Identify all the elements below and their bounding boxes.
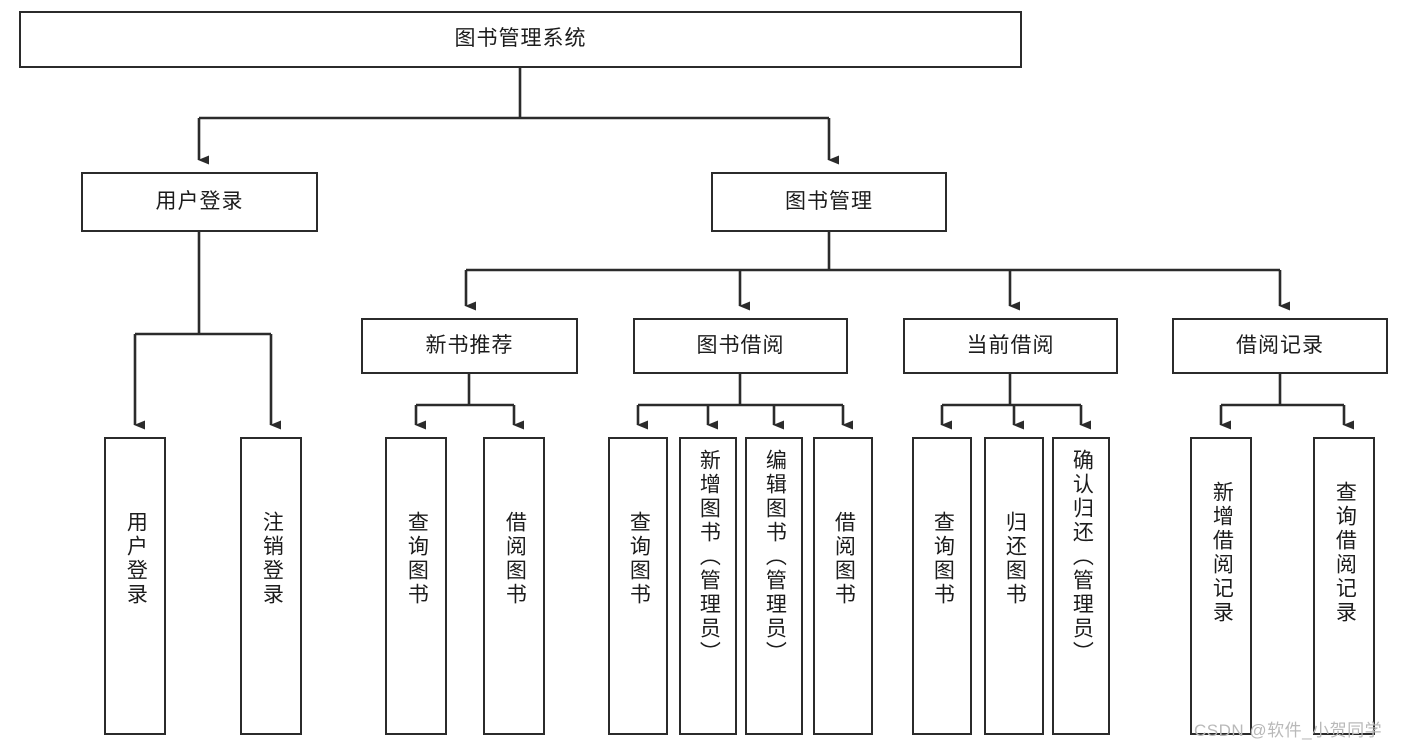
node-user-login[interactable]: 用户登录 (81, 172, 318, 232)
node-leaf-add-record-label: 新增借阅记录 (1210, 481, 1234, 625)
node-new-book-recommend[interactable]: 新书推荐 (361, 318, 578, 374)
node-leaf-add-record[interactable]: 新增借阅记录 (1190, 437, 1252, 735)
node-leaf-confirm-return-label: 确认归还（管理员） (1070, 449, 1094, 665)
node-root-label: 图书管理系统 (454, 27, 587, 51)
watermark: CSDN @软件_小贺同学 (1194, 721, 1383, 740)
node-current-borrow-label: 当前借阅 (966, 333, 1055, 357)
node-leaf-edit-book-label: 编辑图书（管理员） (763, 449, 787, 665)
node-leaf-borrow-book[interactable]: 借阅图书 (813, 437, 873, 735)
node-leaf-query-book-borrow-label: 查询图书 (627, 511, 651, 607)
node-leaf-confirm-return[interactable]: 确认归还（管理员） (1052, 437, 1110, 735)
node-leaf-borrow-book-rec[interactable]: 借阅图书 (483, 437, 545, 735)
node-leaf-user-login-label: 用户登录 (124, 511, 148, 607)
node-leaf-query-record[interactable]: 查询借阅记录 (1313, 437, 1375, 735)
node-leaf-borrow-book-label: 借阅图书 (832, 511, 856, 607)
node-leaf-add-book[interactable]: 新增图书（管理员） (679, 437, 737, 735)
node-leaf-query-book-cur-label: 查询图书 (931, 511, 955, 607)
node-book-borrow[interactable]: 图书借阅 (633, 318, 848, 374)
node-current-borrow[interactable]: 当前借阅 (903, 318, 1118, 374)
node-leaf-query-book-cur[interactable]: 查询图书 (912, 437, 972, 735)
node-borrow-record[interactable]: 借阅记录 (1172, 318, 1388, 374)
node-leaf-user-login[interactable]: 用户登录 (104, 437, 166, 735)
node-borrow-record-label: 借阅记录 (1236, 333, 1324, 357)
node-user-login-label: 用户登录 (155, 189, 244, 213)
node-new-book-recommend-label: 新书推荐 (425, 333, 514, 357)
node-book-manage[interactable]: 图书管理 (711, 172, 947, 232)
node-leaf-add-book-label: 新增图书（管理员） (697, 449, 721, 665)
node-leaf-query-book-borrow[interactable]: 查询图书 (608, 437, 668, 735)
node-leaf-query-record-label: 查询借阅记录 (1333, 481, 1357, 625)
node-leaf-return-book-label: 归还图书 (1003, 511, 1027, 607)
node-leaf-query-book-rec-label: 查询图书 (405, 511, 429, 607)
node-leaf-borrow-book-rec-label: 借阅图书 (503, 511, 527, 607)
node-book-manage-label: 图书管理 (785, 189, 873, 213)
node-root[interactable]: 图书管理系统 (19, 11, 1022, 68)
node-leaf-edit-book[interactable]: 编辑图书（管理员） (745, 437, 803, 735)
node-leaf-logout-label: 注销登录 (260, 511, 284, 607)
node-leaf-logout[interactable]: 注销登录 (240, 437, 302, 735)
node-leaf-return-book[interactable]: 归还图书 (984, 437, 1044, 735)
node-leaf-query-book-rec[interactable]: 查询图书 (385, 437, 447, 735)
node-book-borrow-label: 图书借阅 (696, 333, 785, 357)
